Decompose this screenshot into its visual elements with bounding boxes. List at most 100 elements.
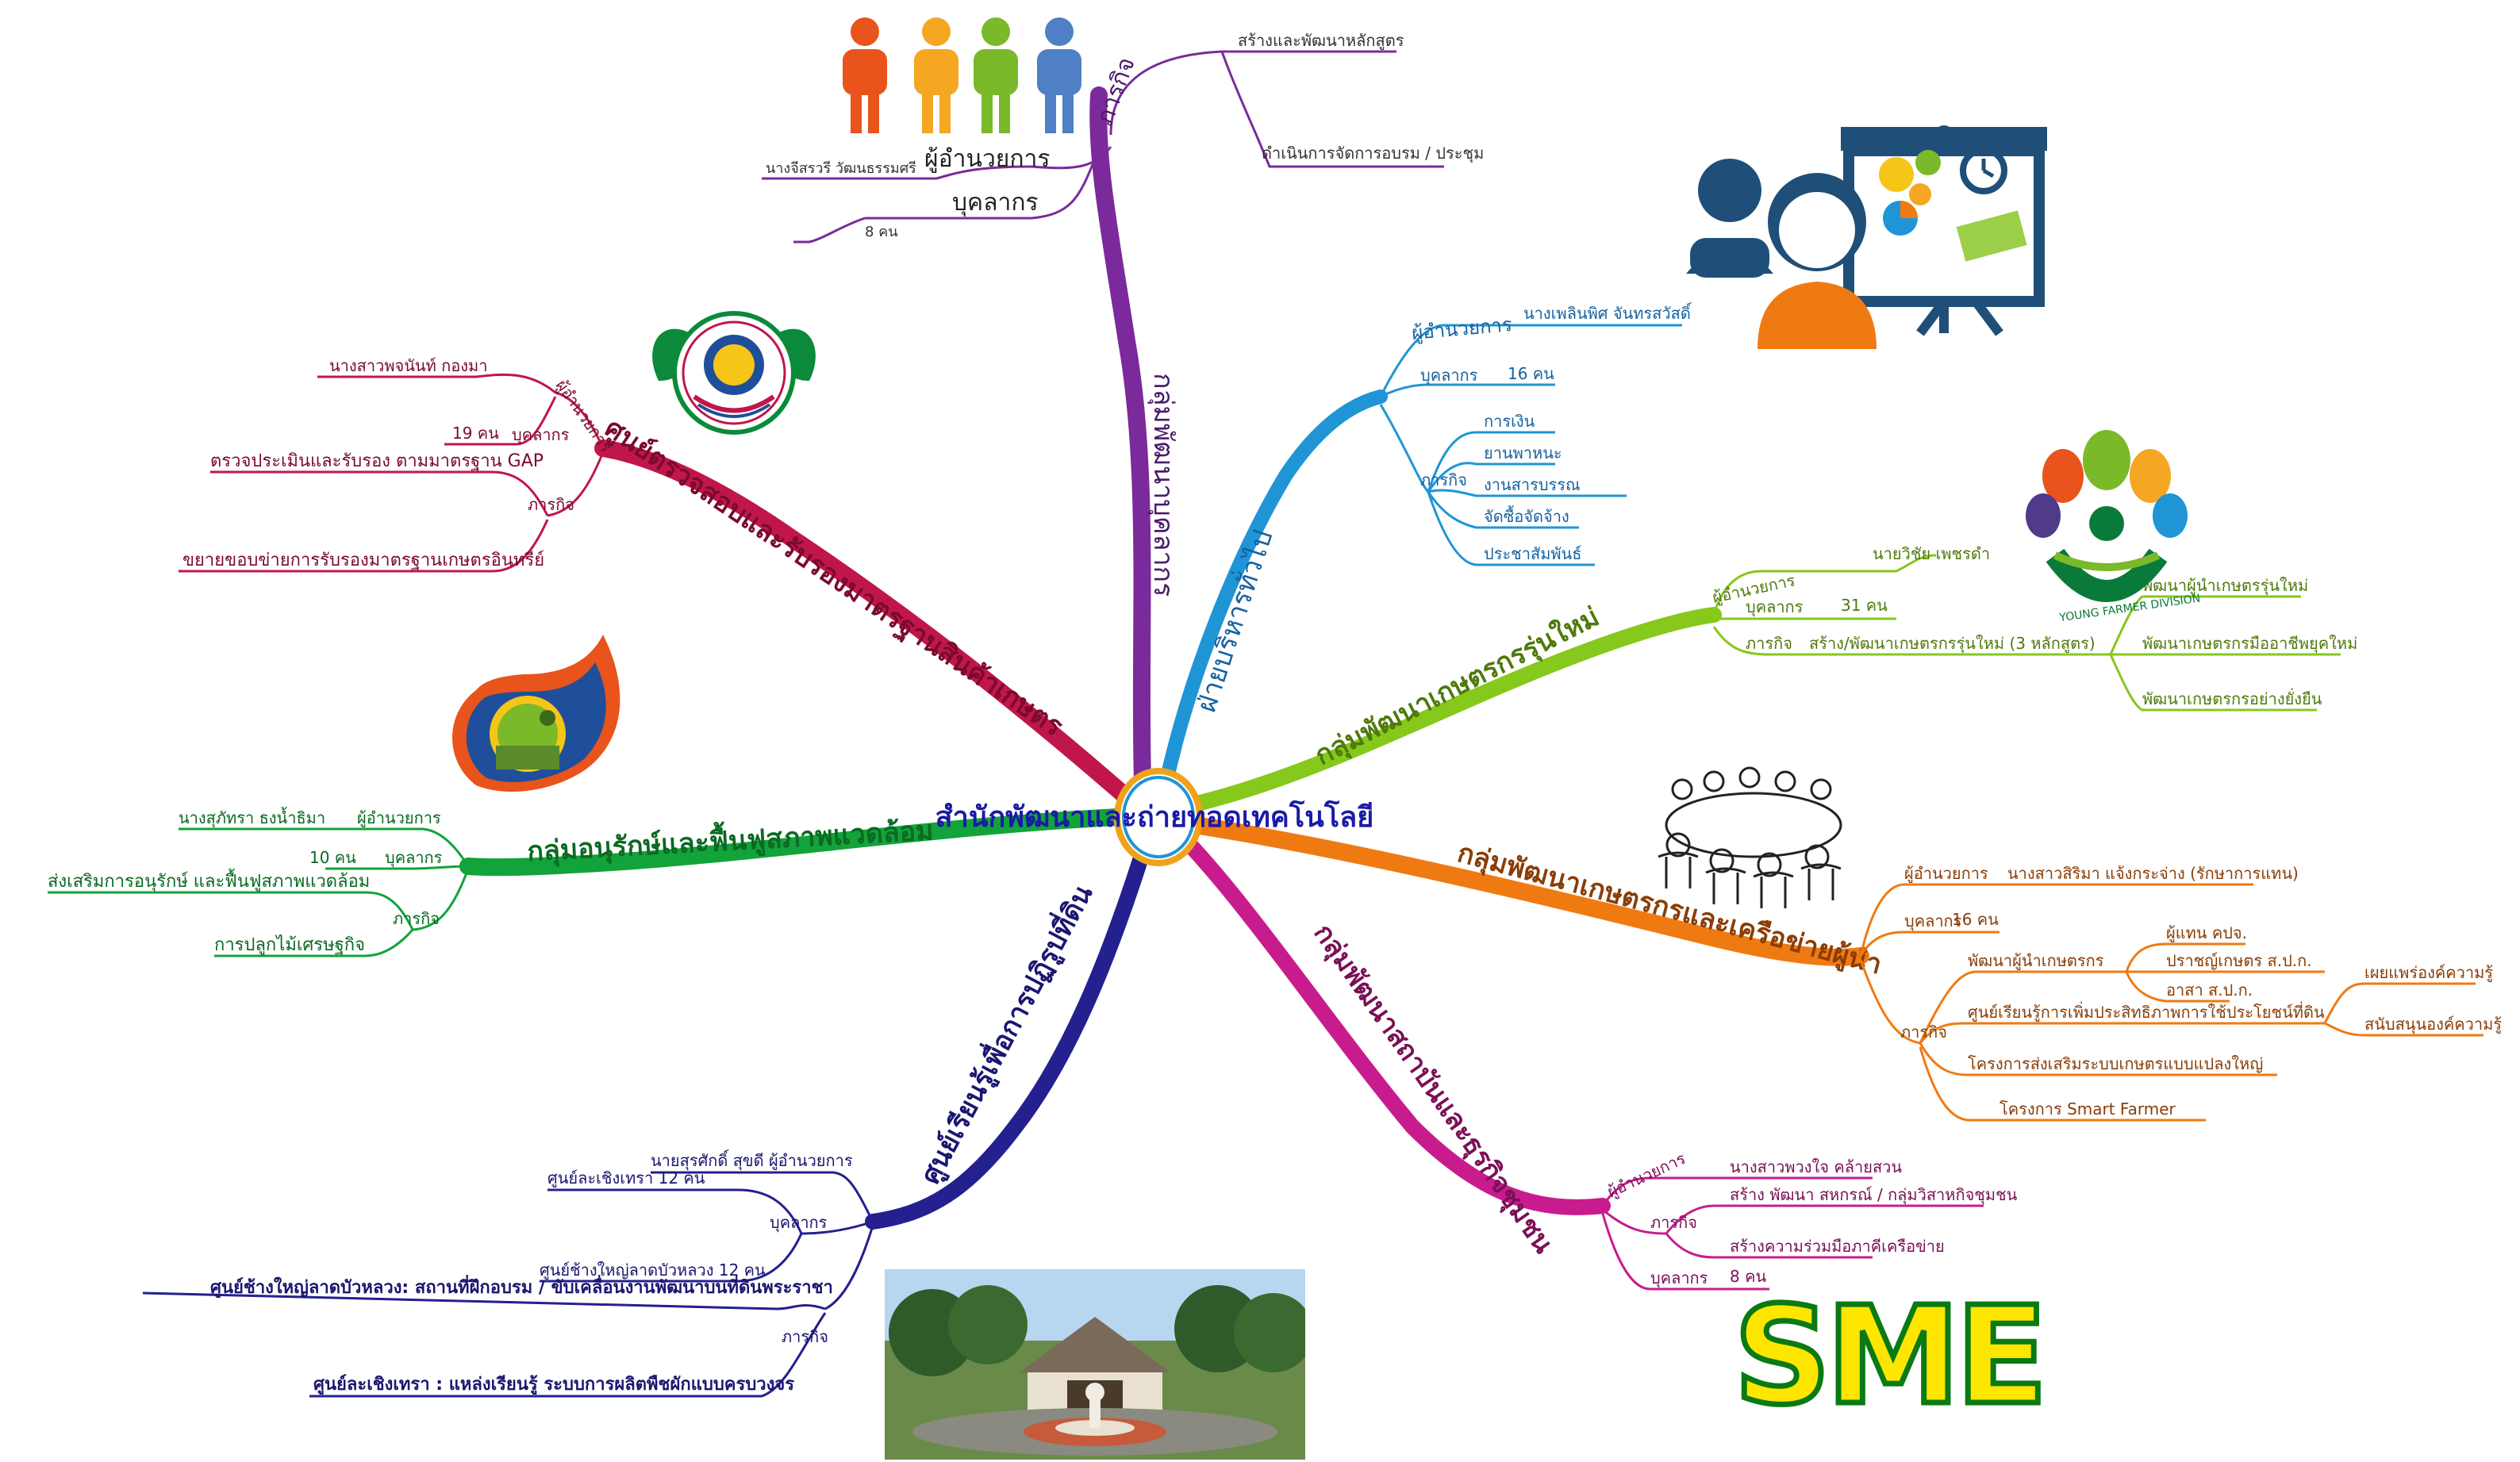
building-photo (885, 1269, 1305, 1460)
network-staff-count: 16 คน (1952, 910, 1999, 929)
reform-director: นายสุรศักดิ์ สุขดี ผู้อำนวยการ (651, 1149, 853, 1171)
hr-mission-1: สร้างและพัฒนาหลักสูตร (1238, 31, 1404, 51)
env-director: นางสุภัทรา ธงน้ำธิมา (179, 807, 325, 828)
env-mission-1: ส่งเสริมการอนุรักษ์ และฟื้นฟูสภาพแวดล้อม (48, 869, 370, 892)
community-subtree (1601, 1176, 1984, 1291)
reform-mission-1: ศูนย์ช้างใหญ่ลาดบัวหลวง: สถานที่ฝึกอบรม … (210, 1274, 833, 1299)
general-subtree (1379, 324, 1682, 566)
community-mission-1: สร้าง พัฒนา สหกรณ์ / กลุ่มวิสาหกิจชุมชน (1730, 1185, 2018, 1205)
branch-network (1185, 816, 1869, 966)
newgen-mission-label: ภารกิจ (1746, 634, 1792, 653)
general-mission-3: งานสารบรรณ (1484, 475, 1581, 494)
center-node (1114, 768, 1203, 866)
gap-label: ศูนย์ตรวจสอบและรับรองมาตรฐานสินค้าเกษตร (598, 412, 1069, 744)
gap-staff-label: บุคลากร (512, 425, 570, 445)
gap-staff-count: 19 คน (452, 424, 499, 443)
gap-director-label: ผู้อำนวยการ (551, 376, 616, 456)
newgen-subtree (1712, 554, 2341, 712)
network-dev-label: พัฒนาผู้นำเกษตรกร (1968, 951, 2104, 971)
sme-logo: SME (1731, 1278, 2051, 1435)
branch-hr (1089, 86, 1151, 790)
network-staff-label: บุคลากร (1904, 911, 1962, 931)
community-director-label: ผู้อำนวยการ (1604, 1149, 1689, 1202)
network-subtree (1859, 883, 2484, 1122)
branch-gap (594, 439, 1135, 806)
general-mission-4: จัดซื้อจัดจ้าง (1484, 505, 1569, 526)
hr-subtree (762, 50, 1444, 244)
young-farmer-logo: YOUNG FARMER DIVISION (2026, 430, 2201, 624)
network-project-1: โครงการส่งเสริมระบบเกษตรแบบแปลงใหญ่ (1968, 1054, 2263, 1073)
env-staff-count: 10 คน (309, 848, 356, 867)
gap-seal-logo (652, 311, 816, 435)
presentation-icon (1686, 125, 2047, 349)
general-mission-label: ภารกิจ (1420, 470, 1467, 489)
community-label: กลุ่มพัฒนาสถาบันและธุรกิจชุมชน (1307, 918, 1560, 1260)
gap-mission-1: ตรวจประเมินและรับรอง ตามมาตรฐาน GAP (210, 451, 544, 471)
network-project-2: โครงการ Smart Farmer (1999, 1099, 2176, 1119)
community-mission-2: สร้างความร่วมมือภาคีเครือข่าย (1730, 1237, 1945, 1256)
network-dev-2: ปราชญ์เกษตร ส.ป.ก. (2166, 951, 2312, 970)
network-director: นางสาวสิริมา แจ้งกระจ่าง (รักษาการแทน) (2007, 864, 2299, 883)
env-mission-2: การปลูกไม้เศรษฐกิจ (214, 934, 365, 955)
reform-mission-label: ภารกิจ (782, 1327, 828, 1346)
branch-community (1178, 833, 1611, 1215)
newgen-staff-label: บุคลากร (1746, 597, 1804, 617)
reform-staff-label: บุคลากร (770, 1213, 828, 1233)
general-mission-1: การเงิน (1484, 412, 1535, 431)
branch-general (1159, 389, 1388, 789)
branch-env (459, 808, 1127, 877)
env-director-label: ผู้อำนวยการ (357, 808, 441, 828)
general-staff-label: บุคลากร (1420, 366, 1478, 386)
reform-mission-2: ศูนย์ละเชิงเทรา : แหล่งเรียนรู้ ระบบการผ… (313, 1374, 794, 1395)
network-mission-label: ภารกิจ (1900, 1023, 1947, 1042)
env-logo (452, 635, 620, 792)
newgen-mission-main: สร้าง/พัฒนาเกษตรกรรุ่นใหม่ (3 หลักสูตร) (1809, 634, 2096, 654)
hr-director: นางจีสรวรี วัฒนธรรมศรี (766, 160, 916, 177)
general-director-label: ผู้อำนวยการ (1411, 313, 1513, 345)
newgen-course-2: พัฒนาเกษตรกรมืออาชีพยุคใหม่ (2142, 634, 2357, 654)
community-director: นางสาวพวงใจ คล้ายสวน (1730, 1157, 1902, 1176)
hr-director-label: ผู้อำนวยการ (924, 145, 1051, 173)
gap-director: นางสาวพจนันท์ กองมา (329, 356, 487, 375)
network-director-label: ผู้อำนวยการ (1904, 864, 1988, 884)
branch-newgen (1182, 607, 1722, 813)
network-dev-1: ผู้แทน คปจ. (2166, 923, 2247, 943)
network-label: กลุ่มพัฒนาเกษตรกรและเครือข่ายผู้นำ (1454, 837, 1884, 981)
env-mission-label: ภารกิจ (393, 909, 440, 928)
gap-mission-2: ขยายขอบข่ายการรับรองมาตรฐานเกษตรอินทรีย์ (182, 551, 544, 570)
newgen-course-1: พัฒนาผู้นำเกษตรรุ่นใหม่ (2142, 576, 2308, 596)
newgen-course-3: พัฒนาเกษตรกรอย่างยั่งยืน (2142, 688, 2322, 708)
newgen-label: กลุ่มพัฒนาเกษตรกรรุ่นใหม่ (1309, 601, 1604, 773)
meeting-sketch (1658, 766, 1842, 908)
general-staff-count: 16 คน (1508, 364, 1554, 383)
people-icon (843, 17, 1081, 133)
general-mission-5: ประชาสัมพันธ์ (1484, 544, 1581, 563)
community-mission-label: ภารกิจ (1650, 1213, 1697, 1232)
reform-staff-2: ศูนย์ช้างใหญ่ลาดบัวหลวง 12 คน (540, 1261, 766, 1280)
network-dev-3: อาสา ส.ป.ก. (2166, 980, 2253, 1000)
general-label: ฝ่ายบริหารทั่วไป (1188, 525, 1280, 716)
network-center-1: เผยแพร่องค์ความรู้ (2364, 963, 2493, 983)
general-mission-2: ยานพาหนะ (1484, 443, 1562, 462)
hr-label: กลุ่มพัฒนาบุคลากร (1147, 373, 1179, 597)
hr-mission-2: ดำเนินการจัดการอบรม / ประชุม (1262, 144, 1484, 163)
building-photo-scene (885, 1269, 1305, 1460)
young-farmer-logo-text: YOUNG FARMER DIVISION (2058, 592, 2202, 624)
community-staff-count: 8 คน (1730, 1267, 1766, 1286)
env-subtree (48, 827, 470, 957)
center-title: สำนักพัฒนาและถ่ายทอดเทคโนโลยี (935, 800, 1374, 834)
network-center-2: สนับสนุนองค์ความรู้ (2364, 1015, 2502, 1034)
reform-subtree (142, 1171, 874, 1398)
env-staff-label: บุคลากร (385, 848, 443, 868)
newgen-staff-count: 31 คน (1841, 596, 1888, 615)
gap-mission-label: ภารกิจ (528, 495, 574, 514)
hr-staff-label: บุคลากร (952, 189, 1039, 217)
branch-reform (865, 845, 1151, 1230)
general-director: นางเพลินพิศ จันทรสวัสดิ์ (1523, 301, 1692, 323)
gap-subtree (179, 373, 605, 573)
reform-staff-1: ศูนย์ละเชิงเทรา 12 คน (547, 1168, 705, 1188)
newgen-director: นายวิชัย เพชรดำ (1873, 544, 1990, 563)
community-staff-label: บุคลากร (1650, 1268, 1708, 1288)
network-center-label: ศูนย์เรียนรู้การเพิ่มประสิทธิภาพการใช้ปร… (1968, 1001, 2325, 1023)
